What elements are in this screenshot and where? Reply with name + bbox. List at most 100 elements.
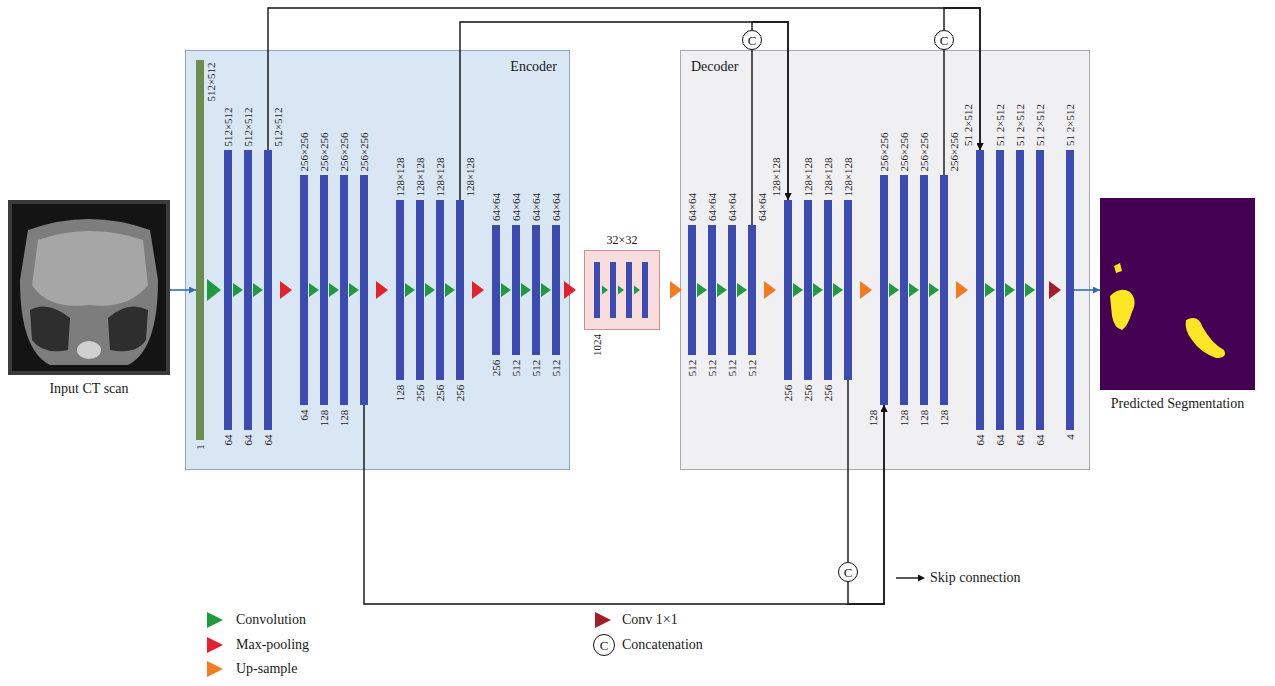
channel-label: 512 — [686, 359, 699, 376]
size-label: 128×128 — [770, 157, 783, 196]
channel-label: 64 — [298, 409, 311, 420]
skip-connection — [460, 22, 788, 200]
size-label: 256×256 — [318, 132, 331, 171]
size-label: 64×64 — [490, 193, 503, 221]
channel-label: 256 — [822, 384, 835, 401]
size-label: 128×128 — [822, 157, 835, 196]
size-label: 512×512 — [272, 107, 285, 146]
operation-triangle — [564, 281, 576, 299]
size-label: 64×64 — [686, 193, 699, 221]
size-label: 512×512 — [205, 62, 218, 101]
operation-triangle — [349, 283, 359, 297]
panel-title: Decoder — [691, 59, 738, 75]
bottleneck-bar — [626, 262, 632, 318]
feature-map-bar: 128×128256 — [824, 200, 832, 380]
output-image: Predicted Segmentation — [1100, 198, 1255, 390]
feature-map-bar: 64×64512 — [532, 225, 540, 355]
size-label: 512×512 — [242, 107, 255, 146]
channel-label: 64 — [1014, 434, 1027, 445]
skip-connection — [364, 405, 884, 604]
legend-text: Concatenation — [622, 637, 703, 653]
legend-text: Up-sample — [236, 661, 297, 677]
channel-label: 64 — [222, 434, 235, 445]
operation-triangle — [207, 279, 221, 301]
operation-triangle — [1005, 283, 1015, 297]
legend-triangle — [207, 661, 223, 677]
encoder-panel: Encoder512×5121512×51264512×51264512×512… — [185, 50, 570, 470]
concat-circle: C — [838, 562, 858, 582]
flow-arrow — [1074, 289, 1100, 291]
size-label: 51 2×512 — [1014, 104, 1027, 146]
operation-triangle — [329, 283, 339, 297]
operation-triangle — [670, 281, 682, 299]
channel-label: 256 — [782, 384, 795, 401]
operation-triangle — [889, 283, 899, 297]
feature-map-bar: 256×256128 — [320, 175, 328, 405]
channel-label: 256 — [490, 359, 503, 376]
operation-triangle — [929, 283, 939, 297]
operation-triangle — [1025, 283, 1035, 297]
channel-label: 1024 — [591, 334, 604, 356]
feature-map-bar: 256×25664 — [300, 175, 308, 405]
operation-triangle — [985, 283, 995, 297]
channel-label: 256 — [414, 384, 427, 401]
channel-label: 128 — [338, 409, 351, 426]
feature-map-bar: 64×64512 — [512, 225, 520, 355]
concat-circle: C — [934, 30, 954, 50]
operation-triangle — [233, 283, 243, 297]
concat-symbol: C — [844, 566, 853, 579]
size-label: 128×128 — [414, 157, 427, 196]
feature-map-bar: 64×64512 — [708, 225, 716, 355]
size-label: 51 2×512 — [1064, 104, 1077, 146]
operation-triangle — [405, 283, 415, 297]
channel-label: 256 — [454, 384, 467, 401]
size-label: 64×64 — [550, 193, 563, 221]
channel-label: 64 — [242, 434, 255, 445]
skip-connection — [268, 8, 980, 150]
operation-triangle — [1049, 281, 1061, 299]
feature-map-bar: 256×256 — [360, 175, 368, 405]
feature-map-bar: 64×64512 — [688, 225, 696, 355]
channel-label: 128 — [318, 409, 331, 426]
feature-map-bar: 51 2×51264 — [976, 150, 984, 430]
caption: Input CT scan — [49, 381, 128, 397]
skip-connection — [944, 8, 980, 150]
concat-circle: C — [742, 30, 762, 50]
ct-scan-image — [8, 200, 170, 375]
operation-triangle — [634, 286, 640, 295]
concat-symbol: C — [600, 639, 609, 652]
skip-connection — [848, 405, 884, 604]
operation-triangle — [253, 283, 263, 297]
feature-map-bar: 512×51264 — [224, 150, 232, 430]
channel-label: 512 — [550, 359, 563, 376]
feature-map-bar: 128×128256 — [456, 200, 464, 380]
size-label: 512×512 — [222, 107, 235, 146]
operation-triangle — [280, 281, 292, 299]
operation-triangle — [425, 283, 435, 297]
size-label: 51 2×512 — [994, 104, 1007, 146]
size-label: 128×128 — [394, 157, 407, 196]
feature-map-bar: 64×64512 — [552, 225, 560, 355]
channel-label: 512 — [746, 359, 759, 376]
size-label: 256×256 — [338, 132, 351, 171]
size-label: 51 2×512 — [962, 104, 975, 146]
legend-arrow-head — [918, 575, 925, 582]
operation-triangle — [602, 286, 608, 295]
feature-map-bar: 51 2×51264 — [1016, 150, 1024, 430]
channel-label: 128 — [394, 384, 407, 401]
concat-symbol: C — [940, 34, 949, 47]
legend-triangle — [207, 637, 223, 653]
feature-map-bar: 512×5121 — [196, 60, 204, 440]
size-label: 128×128 — [842, 157, 855, 196]
size-label: 128×128 — [434, 157, 447, 196]
size-label: 64×64 — [756, 193, 769, 221]
legend-swatch — [206, 636, 224, 654]
size-label: 256×256 — [878, 132, 891, 171]
operation-triangle — [717, 283, 727, 297]
feature-map-bar: 128×128256 — [416, 200, 424, 380]
legend-triangle — [595, 612, 611, 628]
channel-label: 64 — [262, 434, 275, 445]
channel-label: 256 — [434, 384, 447, 401]
